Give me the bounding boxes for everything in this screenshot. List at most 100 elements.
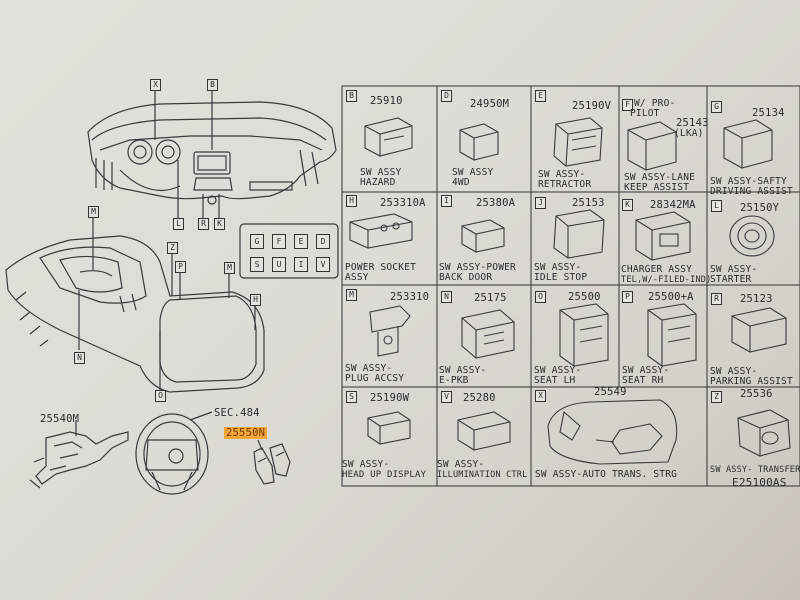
- cell-caption-o-2: SEAT LH: [534, 375, 576, 386]
- cell-part-e: 25190V: [572, 100, 612, 112]
- cell-caption-k-1: CHARGER ASSY: [621, 264, 693, 275]
- cell-letter-f: F: [622, 99, 633, 111]
- part-sketch-e-pkb: [461, 309, 515, 359]
- cell-caption-h-2: ASSY: [345, 272, 369, 283]
- cell-part-p: 25500+A: [648, 291, 694, 303]
- cell-caption-l-1: SW ASSY-: [710, 264, 758, 275]
- part-sketch-idle-stop: [553, 209, 605, 259]
- cell-part-k: 28342MA: [650, 199, 696, 211]
- cell-caption-f-2: KEEP ASSIST: [624, 182, 690, 193]
- paddle-switch-illustration: [253, 439, 291, 485]
- cell-letter-p: P: [622, 291, 633, 303]
- cell-letter-m: M: [346, 289, 357, 301]
- part-sketch-hazard: [364, 117, 413, 157]
- part-sketch-illumination: [457, 411, 511, 451]
- cell-part-f: 25143: [676, 117, 709, 129]
- cell-caption-v-2: ILLUMINATION CTRL: [437, 470, 528, 480]
- highlighted-part-number: 25550N: [224, 427, 268, 439]
- cell-part-m: 253310: [390, 291, 430, 303]
- cell-letter-z: Z: [711, 391, 722, 403]
- part-sketch-seat-rh: [647, 303, 697, 367]
- cell-header-f-2: PILOT: [630, 108, 660, 119]
- part-sketch-seat-lh: [559, 303, 609, 367]
- callout-console-6: N: [74, 352, 85, 364]
- cell-caption-r-1: SW ASSY-: [710, 366, 758, 377]
- cell-part-b: 25910: [370, 95, 403, 107]
- cell-caption-m-2: PLUG ACCSY: [345, 373, 405, 384]
- part-sketch-head-up: [367, 411, 411, 445]
- cell-letter-l: L: [711, 200, 722, 212]
- section-reference: SEC.484: [214, 407, 260, 419]
- cell-caption-p-1: SW ASSY-: [622, 365, 670, 376]
- cell-caption-i-2: BACK DOOR: [439, 272, 493, 283]
- panel-switch-7: I: [294, 257, 308, 272]
- cell-caption-b-2: HAZARD: [360, 177, 396, 188]
- cell-part-i: 25380A: [476, 197, 516, 209]
- combination-switch-illustration: [29, 420, 129, 489]
- part-sketch-safety-driving: [723, 119, 773, 169]
- cell-caption-s-1: SW ASSY-: [342, 459, 390, 470]
- cell-caption-s-2: HEAD UP DISPLAY: [342, 470, 427, 480]
- panel-switch-1: G: [250, 234, 264, 249]
- cell-letter-k: K: [622, 199, 633, 211]
- callout-console-2: Z: [167, 242, 178, 254]
- panel-switch-2: F: [272, 234, 286, 249]
- switch-panel-illustration: [239, 223, 339, 279]
- part-sketch-power-socket: [349, 213, 413, 249]
- cell-part-x: 25549: [594, 386, 627, 398]
- parts-grid-lines: [341, 85, 800, 487]
- cell-caption-v-1: SW ASSY-: [437, 459, 485, 470]
- panel-switch-3: E: [294, 234, 308, 249]
- cell-part-s: 25190W: [370, 392, 410, 404]
- cell-letter-h: H: [346, 195, 357, 207]
- panel-switch-4: D: [316, 234, 330, 249]
- part-sketch-auto-trans: [547, 399, 678, 465]
- cell-caption-j-1: SW ASSY-: [534, 262, 582, 273]
- cell-letter-e: E: [535, 90, 546, 102]
- panel-switch-5: S: [250, 257, 264, 272]
- cell-letter-j: J: [535, 197, 546, 209]
- cell-caption-z-1: SW ASSY- TRANSFER: [710, 465, 800, 475]
- panel-switch-6: U: [272, 257, 286, 272]
- cell-caption-n-1: SW ASSY-: [439, 365, 487, 376]
- cell-letter-i: I: [441, 195, 452, 207]
- cell-part-o: 25500: [568, 291, 601, 303]
- cell-part-d: 24950M: [470, 98, 510, 110]
- cell-caption-e-1: SW ASSY-: [538, 169, 586, 180]
- cell-caption-g-2: DRIVING ASSIST: [710, 186, 793, 197]
- part-sketch-power-back-door: [461, 219, 505, 253]
- part-sketch-transfer: [737, 409, 791, 457]
- callout-dash-bottom-1: L: [173, 218, 184, 230]
- callout-console-3: P: [175, 261, 186, 273]
- part-number-combination-switch: 25540M: [40, 413, 80, 425]
- steering-wheel-illustration: [135, 411, 213, 495]
- cell-part-v: 25280: [463, 392, 496, 404]
- callout-dash-bottom-2: R: [198, 218, 209, 230]
- cell-letter-n: N: [441, 291, 452, 303]
- drawing-code: E25100AS: [732, 476, 787, 489]
- console-illustration: [5, 218, 265, 393]
- cell-part-l: 25150Y: [740, 202, 780, 214]
- callout-console-4: M: [224, 262, 235, 274]
- part-sketch-retractor: [553, 117, 603, 167]
- cell-caption-d-1: SW ASSY: [452, 167, 494, 178]
- cell-caption-k-2: TEL,W/-FILED-IND): [621, 275, 712, 285]
- part-sketch-plug-accsy: [369, 305, 411, 357]
- cell-letter-b: B: [346, 90, 357, 102]
- dashboard-illustration: [87, 86, 337, 218]
- cell-caption-h-1: POWER SOCKET: [345, 262, 417, 273]
- cell-caption-d-2: 4WD: [452, 177, 470, 188]
- cell-part-r: 25123: [740, 293, 773, 305]
- cell-caption-l-2: STARTER: [710, 274, 752, 285]
- part-sketch-4wd: [459, 123, 499, 161]
- cell-letter-r: R: [711, 293, 722, 305]
- cell-caption-i-1: SW ASSY-POWER: [439, 262, 516, 273]
- callout-console-1: M: [88, 206, 99, 218]
- cell-letter-d: D: [441, 90, 452, 102]
- cell-extra-f: (LKA): [674, 128, 704, 139]
- cell-caption-b-1: SW ASSY: [360, 167, 402, 178]
- part-number-paddle-switch: 25550N: [224, 427, 268, 439]
- cell-caption-p-2: SEAT RH: [622, 375, 664, 386]
